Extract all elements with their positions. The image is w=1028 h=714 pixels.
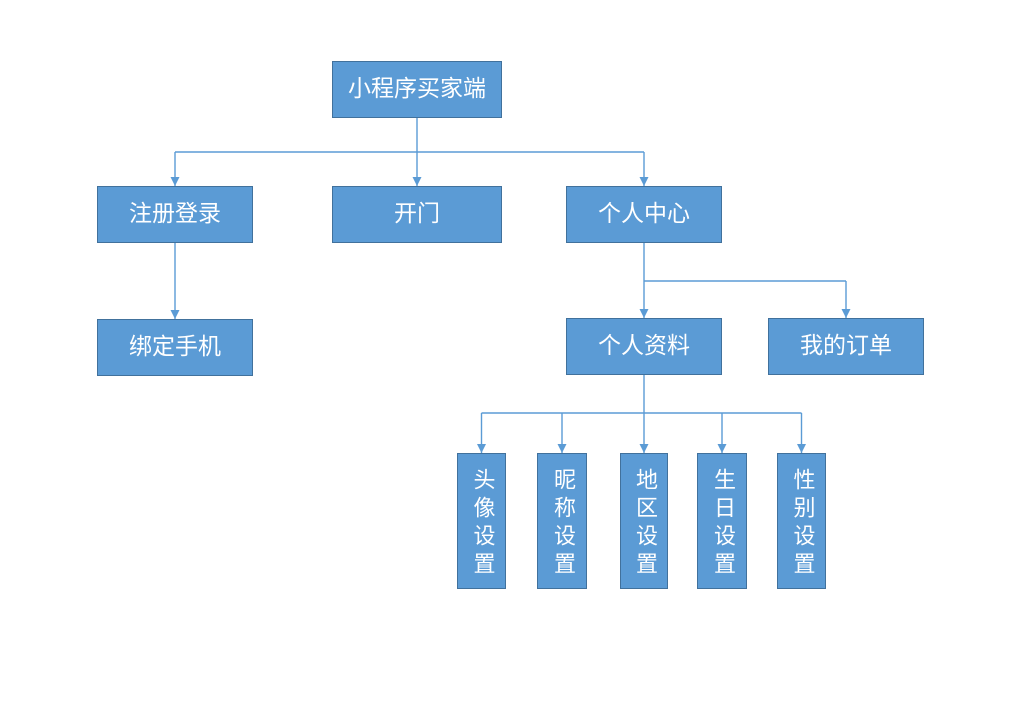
- node-personal-profile: 个人资料: [566, 318, 722, 375]
- node-label: 性别设置: [789, 468, 815, 580]
- node-open-door: 开门: [332, 186, 502, 243]
- node-label: 小程序买家端: [348, 76, 486, 102]
- node-label: 注册登录: [129, 201, 221, 227]
- node-nickname-settings: 昵称设置: [537, 453, 587, 589]
- node-label: 昵称设置: [550, 468, 575, 580]
- node-label: 生日设置: [710, 468, 735, 580]
- node-gender-settings: 性别设置: [777, 453, 826, 589]
- node-label: 头像设置: [469, 468, 495, 580]
- node-personal-center: 个人中心: [566, 186, 722, 243]
- node-label: 个人中心: [598, 201, 690, 227]
- node-label: 地区设置: [632, 468, 657, 580]
- node-label: 开门: [394, 201, 440, 227]
- node-region-settings: 地区设置: [620, 453, 668, 589]
- node-avatar-settings: 头像设置: [457, 453, 506, 589]
- node-root: 小程序买家端: [332, 61, 502, 118]
- node-label: 绑定手机: [129, 334, 221, 360]
- node-bind-phone: 绑定手机: [97, 319, 253, 376]
- node-label: 我的订单: [800, 333, 892, 359]
- node-my-orders: 我的订单: [768, 318, 924, 375]
- node-birthday-settings: 生日设置: [697, 453, 747, 589]
- node-label: 个人资料: [598, 333, 690, 359]
- node-register-login: 注册登录: [97, 186, 253, 243]
